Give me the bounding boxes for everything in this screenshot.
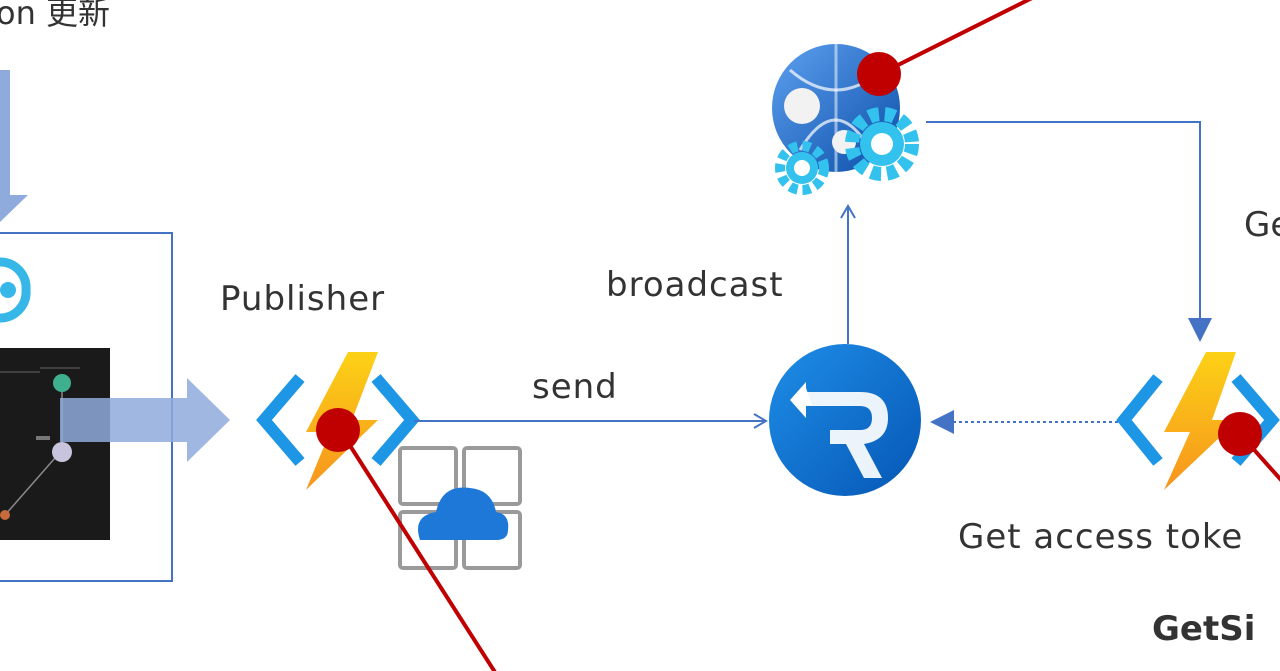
bottom-right-label: GetSi — [1152, 609, 1255, 649]
cloud-ring-icon — [0, 257, 31, 323]
large-gear-icon — [845, 107, 919, 181]
broadcast-label: broadcast — [606, 265, 784, 305]
top-left-label: on 更新 — [0, 0, 110, 32]
down-fat-arrow — [0, 70, 28, 222]
workflow-node-lavender — [52, 442, 72, 462]
right-top-label: Ge — [1244, 205, 1280, 245]
red-marker-publisher — [316, 408, 360, 452]
red-marker-webapp — [857, 52, 901, 96]
red-annotations — [316, 0, 1280, 671]
workflow-node-green — [53, 374, 71, 392]
workflow-dark-panel — [0, 348, 110, 540]
webapp-to-function-arrow — [926, 121, 1201, 338]
signalr-service-icon — [769, 344, 921, 496]
right-fat-arrow — [60, 378, 230, 462]
publisher-label: Publisher — [220, 279, 385, 319]
small-gear-icon — [775, 141, 829, 195]
send-label: send — [532, 367, 618, 407]
get-access-token-label: Get access toke — [958, 517, 1243, 557]
red-marker-right-function — [1218, 412, 1262, 456]
